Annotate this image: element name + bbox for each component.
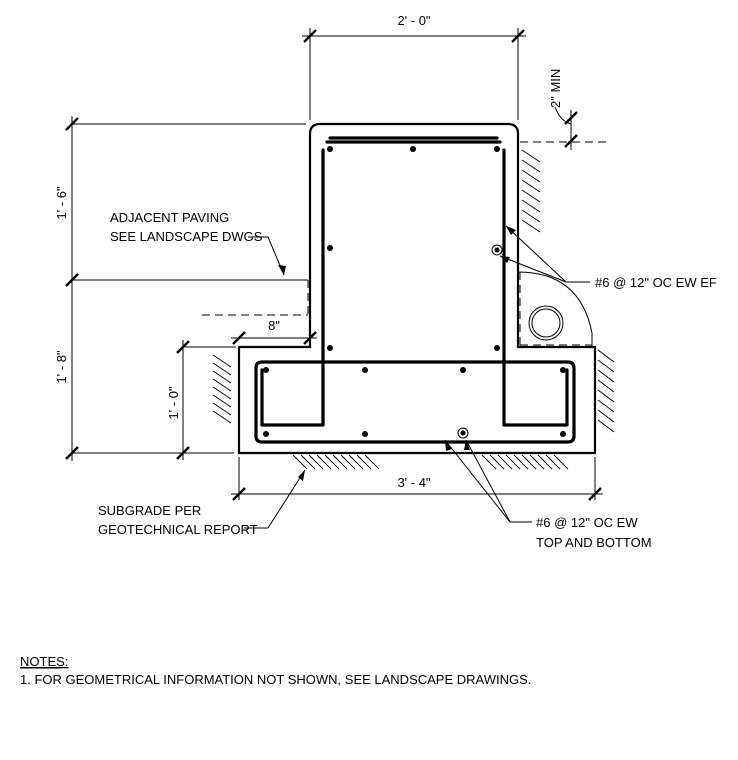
footing-rebar-top bbox=[254, 360, 576, 444]
dim-toe-text: 8" bbox=[268, 318, 280, 333]
callout-paving-line2: SEE LANDSCAPE DWGS bbox=[110, 229, 263, 244]
dim-footing-width bbox=[231, 457, 603, 501]
callout-wall-rebar-leader bbox=[499, 225, 590, 283]
dim-left-vertical bbox=[65, 116, 306, 461]
soil-hatching bbox=[212, 149, 615, 470]
callout-footing-rebar-line1: #6 @ 12" OC EW bbox=[536, 515, 638, 530]
dim-footing-width-text: 3' - 4" bbox=[397, 475, 430, 490]
callout-wall-rebar-text: #6 @ 12" OC EW EF bbox=[595, 275, 717, 290]
drain-pipe bbox=[517, 271, 593, 347]
callout-subgrade-line1: SUBGRADE PER bbox=[98, 503, 201, 518]
wall-rebar-left bbox=[260, 136, 499, 427]
dim-top-width-text: 2' - 0" bbox=[397, 13, 430, 28]
callout-subgrade-leader bbox=[244, 469, 306, 529]
adjacent-paving bbox=[72, 141, 610, 316]
dim-footing-thickness bbox=[176, 340, 236, 460]
dim-upper-height-text: 1' - 6" bbox=[54, 186, 69, 219]
callout-paving-leader bbox=[248, 236, 286, 276]
dim-toe bbox=[231, 331, 317, 345]
dim-lower-height-text: 1' - 8" bbox=[54, 350, 69, 383]
drain-fabric bbox=[519, 272, 592, 346]
rebar-dots bbox=[263, 146, 566, 439]
callout-subgrade-line2: GEOTECHNICAL REPORT bbox=[98, 522, 258, 537]
callout-paving-line1: ADJACENT PAVING bbox=[110, 210, 229, 225]
concrete-outline bbox=[237, 122, 597, 455]
notes-item-1: 1. FOR GEOMETRICAL INFORMATION NOT SHOWN… bbox=[20, 672, 531, 687]
dim-clearance-text: 2" MIN bbox=[548, 69, 563, 108]
dim-footing-thickness-text: 1' - 0" bbox=[166, 386, 181, 419]
callout-footing-rebar-leader bbox=[444, 439, 532, 523]
wall-rebar-right bbox=[502, 148, 569, 427]
dim-top-width bbox=[302, 28, 526, 120]
callout-footing-rebar-line2: TOP AND BOTTOM bbox=[536, 535, 652, 550]
notes-heading: NOTES: bbox=[20, 654, 68, 669]
dim-clearance bbox=[554, 106, 578, 150]
